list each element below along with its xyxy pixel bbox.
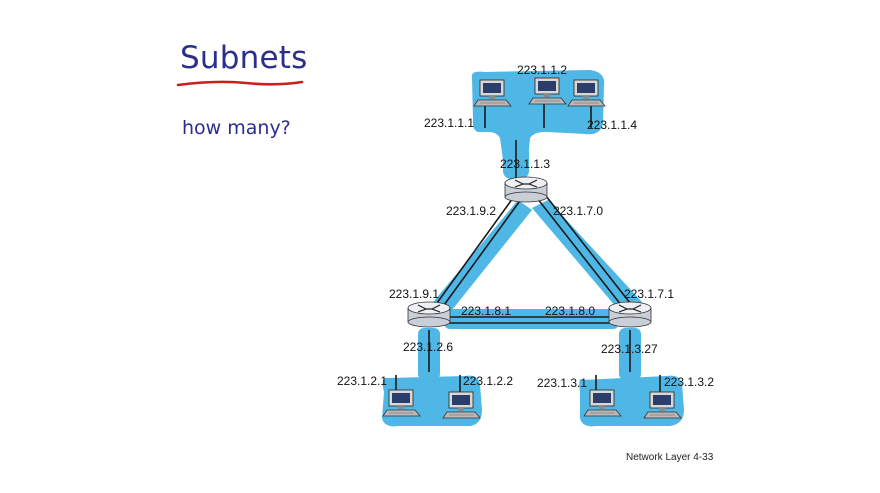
ip-label: 223.1.8.1 <box>461 304 511 318</box>
ip-label: 223.1.2.1 <box>337 374 387 388</box>
slide-footer: Network Layer 4-33 <box>626 452 714 463</box>
slide-title: Subnets <box>180 40 308 76</box>
ip-label: 223.1.2.6 <box>403 340 453 354</box>
subnet-left-link <box>424 200 532 320</box>
ip-label: 223.1.2.2 <box>463 374 513 388</box>
address-labels: 223.1.1.2 223.1.1.1 223.1.1.4 223.1.1.3 … <box>337 63 714 390</box>
ip-label: 223.1.8.0 <box>545 304 595 318</box>
ip-label: 223.1.1.3 <box>500 157 550 171</box>
subnet-bottom-link <box>444 309 619 329</box>
title-underline <box>176 80 304 87</box>
ip-label: 223.1.1.4 <box>587 118 637 132</box>
router-icon <box>504 176 548 203</box>
ip-label: 223.1.7.0 <box>553 204 603 218</box>
router-icon <box>407 301 451 328</box>
ip-label: 223.1.9.1 <box>389 287 439 301</box>
slide-subtitle: how many? <box>182 117 291 139</box>
ip-label: 223.1.3.2 <box>664 375 714 389</box>
links <box>395 104 661 392</box>
ip-label: 223.1.7.1 <box>624 287 674 301</box>
router-icon <box>608 301 652 328</box>
subnet-right-link <box>532 200 642 314</box>
ip-label: 223.1.1.1 <box>424 116 474 130</box>
ip-label: 223.1.1.2 <box>517 63 567 77</box>
ip-label: 223.1.3.27 <box>601 342 658 356</box>
ip-label: 223.1.3.1 <box>537 376 587 390</box>
ip-label: 223.1.9.2 <box>446 204 496 218</box>
